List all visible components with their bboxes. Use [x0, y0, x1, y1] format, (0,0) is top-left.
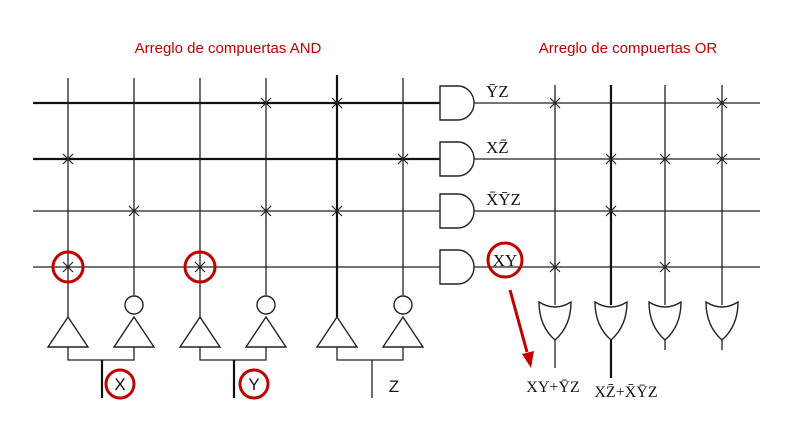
output-label-1: XY+ȲZ: [526, 379, 579, 396]
input-label-z: Z: [389, 377, 399, 396]
inverter-x: [112, 315, 156, 348]
input-label-x: X: [114, 375, 125, 394]
or-connection: [549, 97, 561, 109]
or-connection: [605, 153, 617, 165]
and-gate-1: [439, 85, 475, 121]
or-connection: [716, 153, 728, 165]
or-gate-1: [538, 300, 572, 341]
and-connection: [260, 205, 272, 217]
or-array-title: Arreglo de compuertas OR: [539, 40, 718, 57]
inverter-bubble-y: [256, 295, 276, 315]
or-gates: [538, 300, 739, 341]
wire-x-join: [67, 347, 135, 361]
highlight-circle-y-connection: [183, 250, 217, 284]
and-gates: [439, 85, 475, 285]
or-connection: [716, 97, 728, 109]
buffer-x: [46, 315, 90, 348]
or-connections: [549, 97, 728, 273]
and-product-lines: [33, 101, 440, 268]
term-label-2: XZ̄: [486, 138, 509, 157]
or-connection: [659, 261, 671, 273]
highlight-circle-xy-term: [486, 241, 524, 279]
and-connection: [62, 153, 74, 165]
term-label-4: XY: [493, 251, 518, 270]
and-gate-4: [439, 249, 475, 285]
input-wires: [67, 347, 404, 398]
arrow-head: [522, 351, 534, 368]
term-label-3: X̄ȲZ: [486, 190, 521, 209]
and-connection: [62, 261, 74, 273]
and-connection: [128, 205, 140, 217]
or-gate-3: [648, 300, 682, 341]
and-connections: [62, 97, 409, 273]
output-label-2: XZ̄+X̄ȲZ: [594, 384, 657, 401]
and-array-title: Arreglo de compuertas AND: [135, 40, 322, 57]
inverter-bubble-x: [124, 295, 144, 315]
annotation-arrow: [508, 289, 534, 368]
and-gate-3: [439, 193, 475, 229]
inverter-y: [244, 315, 288, 348]
and-connection: [260, 97, 272, 109]
input-label-y: Y: [248, 375, 259, 394]
and-gate-2: [439, 141, 475, 177]
and-connection: [194, 261, 206, 273]
inverter-z: [381, 315, 425, 348]
or-connection: [605, 205, 617, 217]
wire-z-join: [336, 347, 404, 361]
or-term-lines: [474, 102, 760, 268]
or-input-lines: [554, 85, 723, 305]
buffer-z: [315, 315, 359, 348]
or-connection: [549, 261, 561, 273]
buffer-y: [178, 315, 222, 348]
highlight-circle-y-label: [238, 368, 270, 400]
or-gate-2: [594, 300, 628, 341]
and-input-lines: [67, 75, 404, 317]
highlight-circle-x-label: [104, 368, 136, 400]
term-label-1: ȲZ: [486, 82, 509, 101]
and-connection: [397, 153, 409, 165]
highlight-circle-x-connection: [51, 250, 85, 284]
or-connection: [659, 153, 671, 165]
inverter-bubble-z: [393, 295, 413, 315]
input-buffers: [46, 295, 425, 348]
and-connection: [331, 97, 343, 109]
and-connection: [331, 205, 343, 217]
arrow-shaft: [508, 289, 529, 353]
wire-y-join: [199, 347, 267, 361]
or-gate-4: [705, 300, 739, 341]
